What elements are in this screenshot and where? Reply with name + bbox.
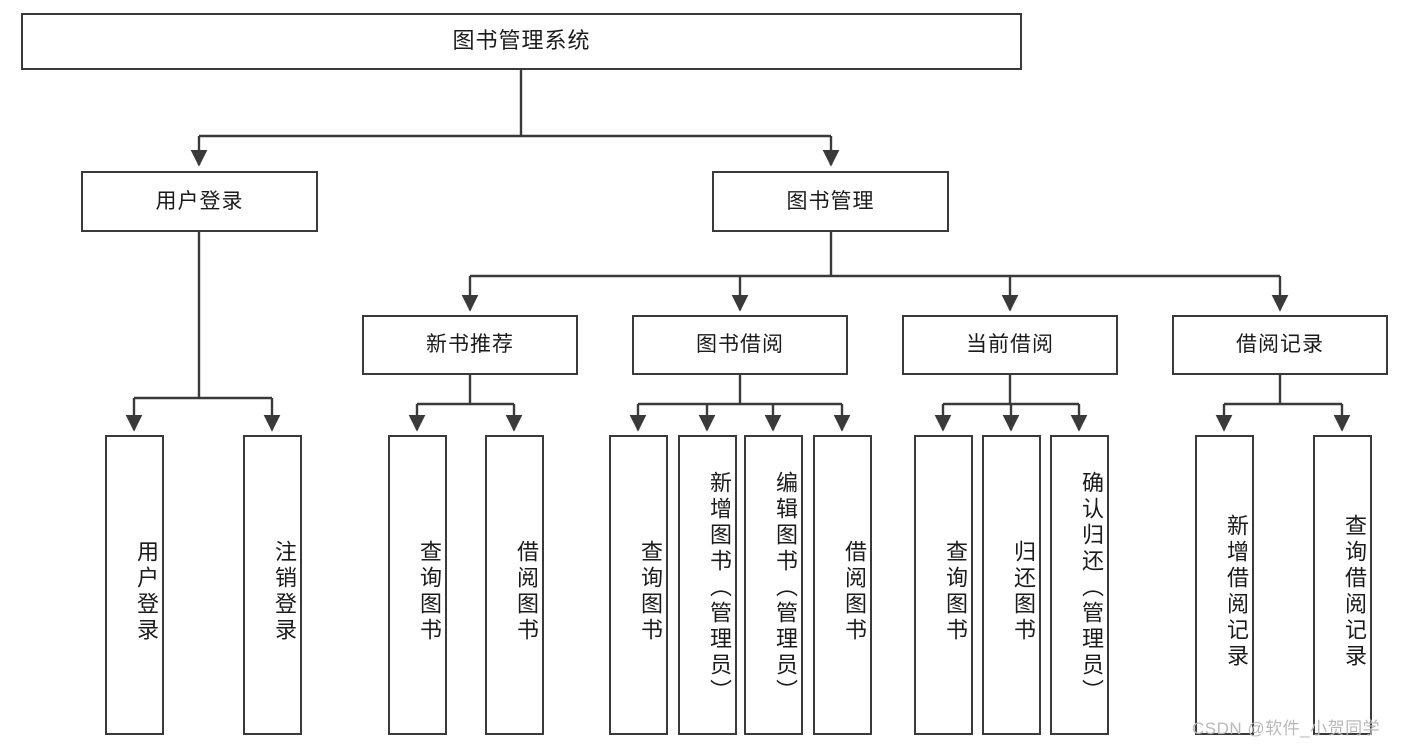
- leaf-user-login[interactable]: 用户登录: [105, 435, 164, 735]
- node-label: 图书管理系统: [452, 28, 591, 54]
- node-root-book-management-system[interactable]: 图书管理系统: [21, 13, 1022, 70]
- node-borrow-record[interactable]: 借阅记录: [1172, 315, 1388, 375]
- node-label: 借阅图书: [514, 540, 539, 644]
- node-label: 图书借阅: [696, 333, 784, 357]
- node-label: 用户登录: [134, 540, 159, 644]
- watermark-text: CSDN @软件_小贺同学: [1192, 719, 1381, 738]
- node-label: 查询图书: [638, 540, 663, 644]
- node-label: 用户登录: [155, 189, 244, 213]
- leaf-add-borrow-record[interactable]: 新增借阅记录: [1195, 435, 1254, 735]
- leaf-add-book-admin[interactable]: 新增图书（管理员）: [678, 435, 737, 735]
- node-user-login[interactable]: 用户登录: [81, 171, 318, 232]
- node-book-management[interactable]: 图书管理: [712, 171, 949, 232]
- leaf-edit-book-admin[interactable]: 编辑图书（管理员）: [744, 435, 803, 735]
- node-label: 借阅图书: [842, 540, 867, 644]
- node-label: 当前借阅: [966, 333, 1054, 357]
- node-book-borrow[interactable]: 图书借阅: [632, 315, 848, 375]
- leaf-query-borrow-record[interactable]: 查询借阅记录: [1313, 435, 1372, 735]
- leaf-logout-login[interactable]: 注销登录: [243, 435, 302, 735]
- node-label: 查询图书: [943, 540, 968, 644]
- node-label: 编辑图书（管理员）: [773, 471, 798, 705]
- node-new-book-recommend[interactable]: 新书推荐: [362, 315, 578, 375]
- node-label: 确认归还（管理员）: [1079, 471, 1104, 705]
- node-label: 新书推荐: [426, 333, 514, 357]
- node-label: 图书管理: [786, 189, 875, 213]
- leaf-borrow-book[interactable]: 借阅图书: [813, 435, 872, 735]
- node-label: 新增借阅记录: [1224, 514, 1249, 670]
- leaf-query-book-recommend[interactable]: 查询图书: [388, 435, 447, 735]
- node-label: 借阅记录: [1236, 333, 1324, 357]
- node-label: 新增图书（管理员）: [707, 471, 732, 705]
- leaf-query-book-current[interactable]: 查询图书: [914, 435, 973, 735]
- leaf-query-book-borrow[interactable]: 查询图书: [609, 435, 668, 735]
- leaf-borrow-book-recommend[interactable]: 借阅图书: [485, 435, 544, 735]
- node-current-borrow[interactable]: 当前借阅: [902, 315, 1118, 375]
- leaf-return-book[interactable]: 归还图书: [982, 435, 1041, 735]
- node-label: 注销登录: [272, 540, 297, 644]
- node-label: 查询图书: [417, 540, 442, 644]
- node-label: 查询借阅记录: [1342, 514, 1367, 670]
- leaf-confirm-return-admin[interactable]: 确认归还（管理员）: [1050, 435, 1109, 735]
- node-label: 归还图书: [1011, 540, 1036, 644]
